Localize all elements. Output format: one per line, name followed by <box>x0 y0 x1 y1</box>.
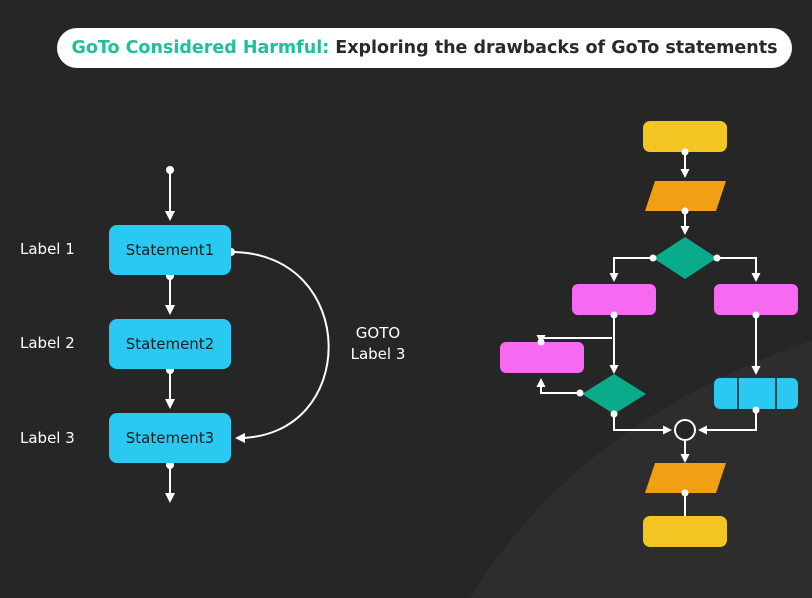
goto-label: GOTO Label 3 <box>340 323 416 365</box>
statement-3-box: Statement3 <box>109 413 231 463</box>
connector-dot <box>166 461 174 469</box>
connector-dot <box>537 338 545 346</box>
connector-dot <box>752 311 760 319</box>
label-1: Label 1 <box>20 240 75 258</box>
flowchart-process-loop <box>500 342 584 373</box>
flowchart-decision <box>653 237 717 279</box>
flow-line <box>698 410 757 435</box>
goto-jump-arrow <box>230 251 330 443</box>
label-3: Label 3 <box>20 429 75 447</box>
statement-1-box: Statement1 <box>109 225 231 275</box>
flowchart-process-right <box>714 284 798 315</box>
flow-line <box>613 414 672 435</box>
flowchart-terminator-end <box>643 516 727 547</box>
goto-target: Label 3 <box>350 345 406 363</box>
label-2: Label 2 <box>20 334 75 352</box>
flowchart-subroutine <box>714 378 798 409</box>
title-banner: GoTo Considered Harmful: Exploring the d… <box>57 28 792 68</box>
connector-dot <box>610 410 618 418</box>
connector-dot <box>713 254 721 262</box>
title-subtitle: Exploring the drawbacks of GoTo statemen… <box>335 38 778 58</box>
flowchart-input <box>645 181 726 211</box>
statement-2-box: Statement2 <box>109 319 231 369</box>
connector-dot <box>649 254 657 262</box>
flowchart-terminator-start <box>643 121 727 152</box>
entry-dot <box>166 166 174 174</box>
flowchart-decision <box>582 374 646 414</box>
flowchart-process-left <box>572 284 656 315</box>
flow-line <box>717 257 761 282</box>
connector-dot <box>681 207 689 215</box>
connector-dot <box>752 406 760 414</box>
connector-dot <box>610 311 618 319</box>
flowchart-output <box>645 463 726 493</box>
flow-line <box>609 257 653 282</box>
connector-dot <box>681 148 689 156</box>
goto-keyword: GOTO <box>355 324 401 342</box>
connector-dot <box>576 389 584 397</box>
title-accent: GoTo Considered Harmful: <box>71 38 330 58</box>
connector-dot <box>681 489 689 497</box>
flowchart-connector <box>674 419 696 441</box>
flow-line <box>536 378 580 394</box>
flow-line <box>536 335 612 344</box>
